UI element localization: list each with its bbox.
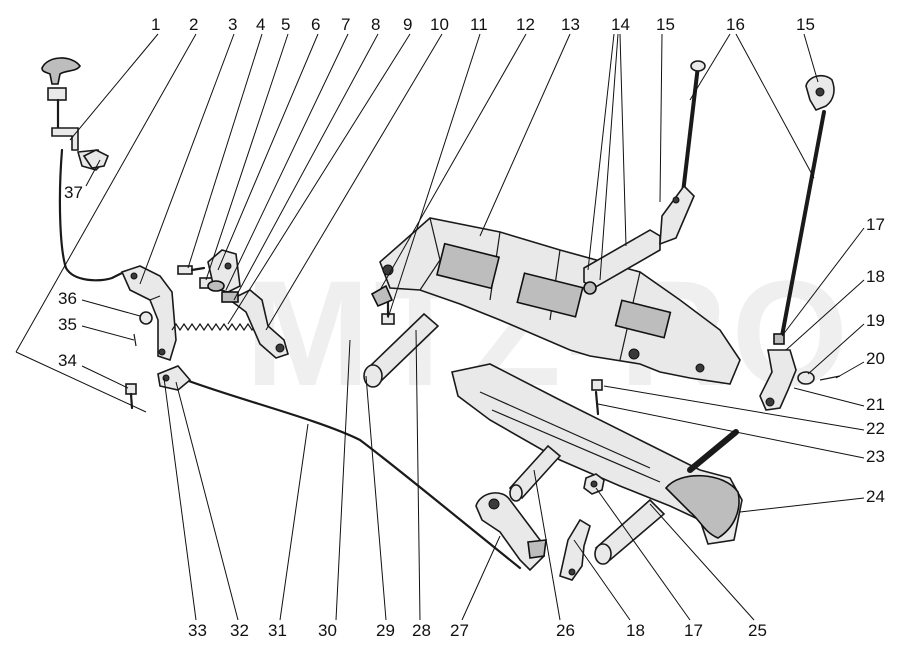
- callout-16: 16: [726, 15, 745, 34]
- right-lift-rod: [780, 74, 835, 338]
- callout-28: 28: [412, 621, 431, 640]
- pivot-plate: [207, 249, 241, 293]
- callout-19: 19: [866, 311, 885, 330]
- callout-33: 33: [188, 621, 207, 640]
- washer-and-pin: [133, 311, 153, 347]
- callout-22: 22: [866, 419, 885, 438]
- hydraulic-lift-housing: [379, 217, 741, 385]
- callout-31: 31: [268, 621, 287, 640]
- callout-labels: 1 2 3 4 5 6 7 8 9 10 11 12 13 14 15 16: [15, 15, 885, 640]
- callout-18-right: 18: [866, 267, 885, 286]
- callout-7: 7: [341, 15, 350, 34]
- callout-27: 27: [450, 621, 469, 640]
- callout-8: 8: [371, 15, 380, 34]
- lever-arm: [221, 289, 289, 359]
- callout-25: 25: [748, 621, 767, 640]
- hex-nut: [583, 473, 605, 495]
- callout-32: 32: [230, 621, 249, 640]
- callout-6: 6: [311, 15, 320, 34]
- callout-5: 5: [281, 15, 290, 34]
- lift-arm-pin: [508, 444, 562, 502]
- callout-2: 2: [189, 15, 198, 34]
- callout-23: 23: [866, 447, 885, 466]
- lift-shaft: [594, 498, 666, 565]
- lower-fork-assembly: [759, 333, 841, 411]
- lower-lever: [475, 492, 547, 572]
- callout-4: 4: [256, 15, 265, 34]
- lift-arm-frame: [451, 363, 743, 545]
- callout-15-top-left: 15: [656, 15, 675, 34]
- callout-24: 24: [866, 487, 885, 506]
- callout-3: 3: [228, 15, 237, 34]
- callout-11: 11: [470, 15, 488, 34]
- callout-20: 20: [866, 349, 885, 368]
- callout-1: 1: [151, 15, 160, 34]
- callout-26: 26: [556, 621, 575, 640]
- vertical-adjust-rod: [659, 60, 706, 246]
- callout-10: 10: [430, 15, 449, 34]
- small-fork-lever: [559, 518, 591, 581]
- callout-17-right: 17: [866, 215, 885, 234]
- guide-bracket: [583, 229, 661, 295]
- callout-12: 12: [516, 15, 535, 34]
- callout-34: 34: [58, 351, 77, 370]
- callout-36: 36: [58, 289, 77, 308]
- bell-crank-lever: [120, 265, 177, 362]
- callout-21: 21: [866, 395, 885, 414]
- housing-bolt: [370, 284, 395, 325]
- callout-29: 29: [376, 621, 395, 640]
- callout-13: 13: [561, 15, 580, 34]
- callout-35: 35: [58, 315, 77, 334]
- callout-37: 37: [64, 183, 83, 202]
- drain-plug: [591, 379, 603, 416]
- callout-30: 30: [318, 621, 337, 640]
- callout-17-bottom: 17: [684, 621, 703, 640]
- connecting-rod: [157, 365, 522, 570]
- callout-15-top-right: 15: [796, 15, 815, 34]
- pivot-pin: [363, 312, 440, 388]
- return-spring: [171, 322, 269, 332]
- callout-18-bottom: 18: [626, 621, 645, 640]
- callout-9: 9: [403, 15, 412, 34]
- control-handle-assembly: [41, 57, 126, 282]
- spring-clip: [82, 149, 110, 169]
- callout-14: 14: [611, 15, 630, 34]
